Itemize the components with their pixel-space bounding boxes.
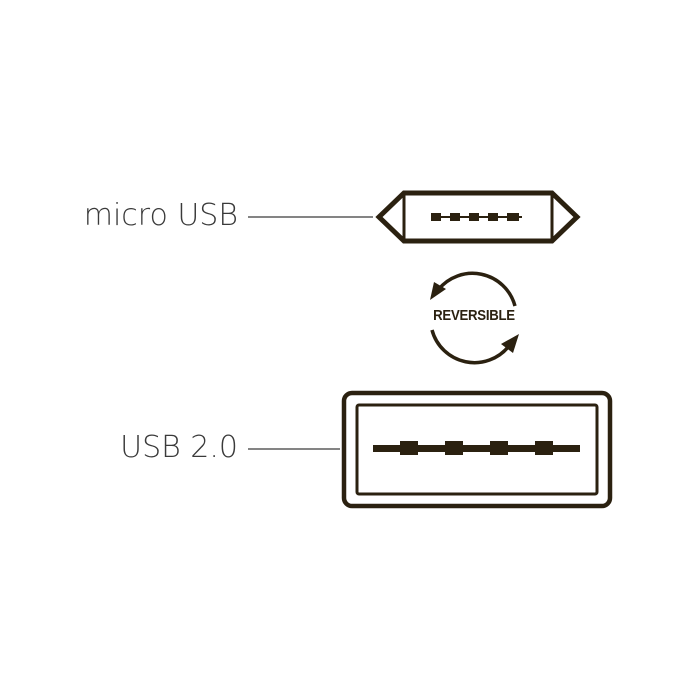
usb-2-label: USB 2.0	[120, 430, 238, 465]
usb-2-connector-icon	[341, 390, 613, 509]
micro-usb-label: micro USB	[83, 198, 238, 233]
reversible-badge-text: REVERSIBLE	[433, 307, 515, 324]
rotate-arrows-icon	[430, 271, 519, 365]
micro-usb-connector-icon	[375, 190, 581, 244]
